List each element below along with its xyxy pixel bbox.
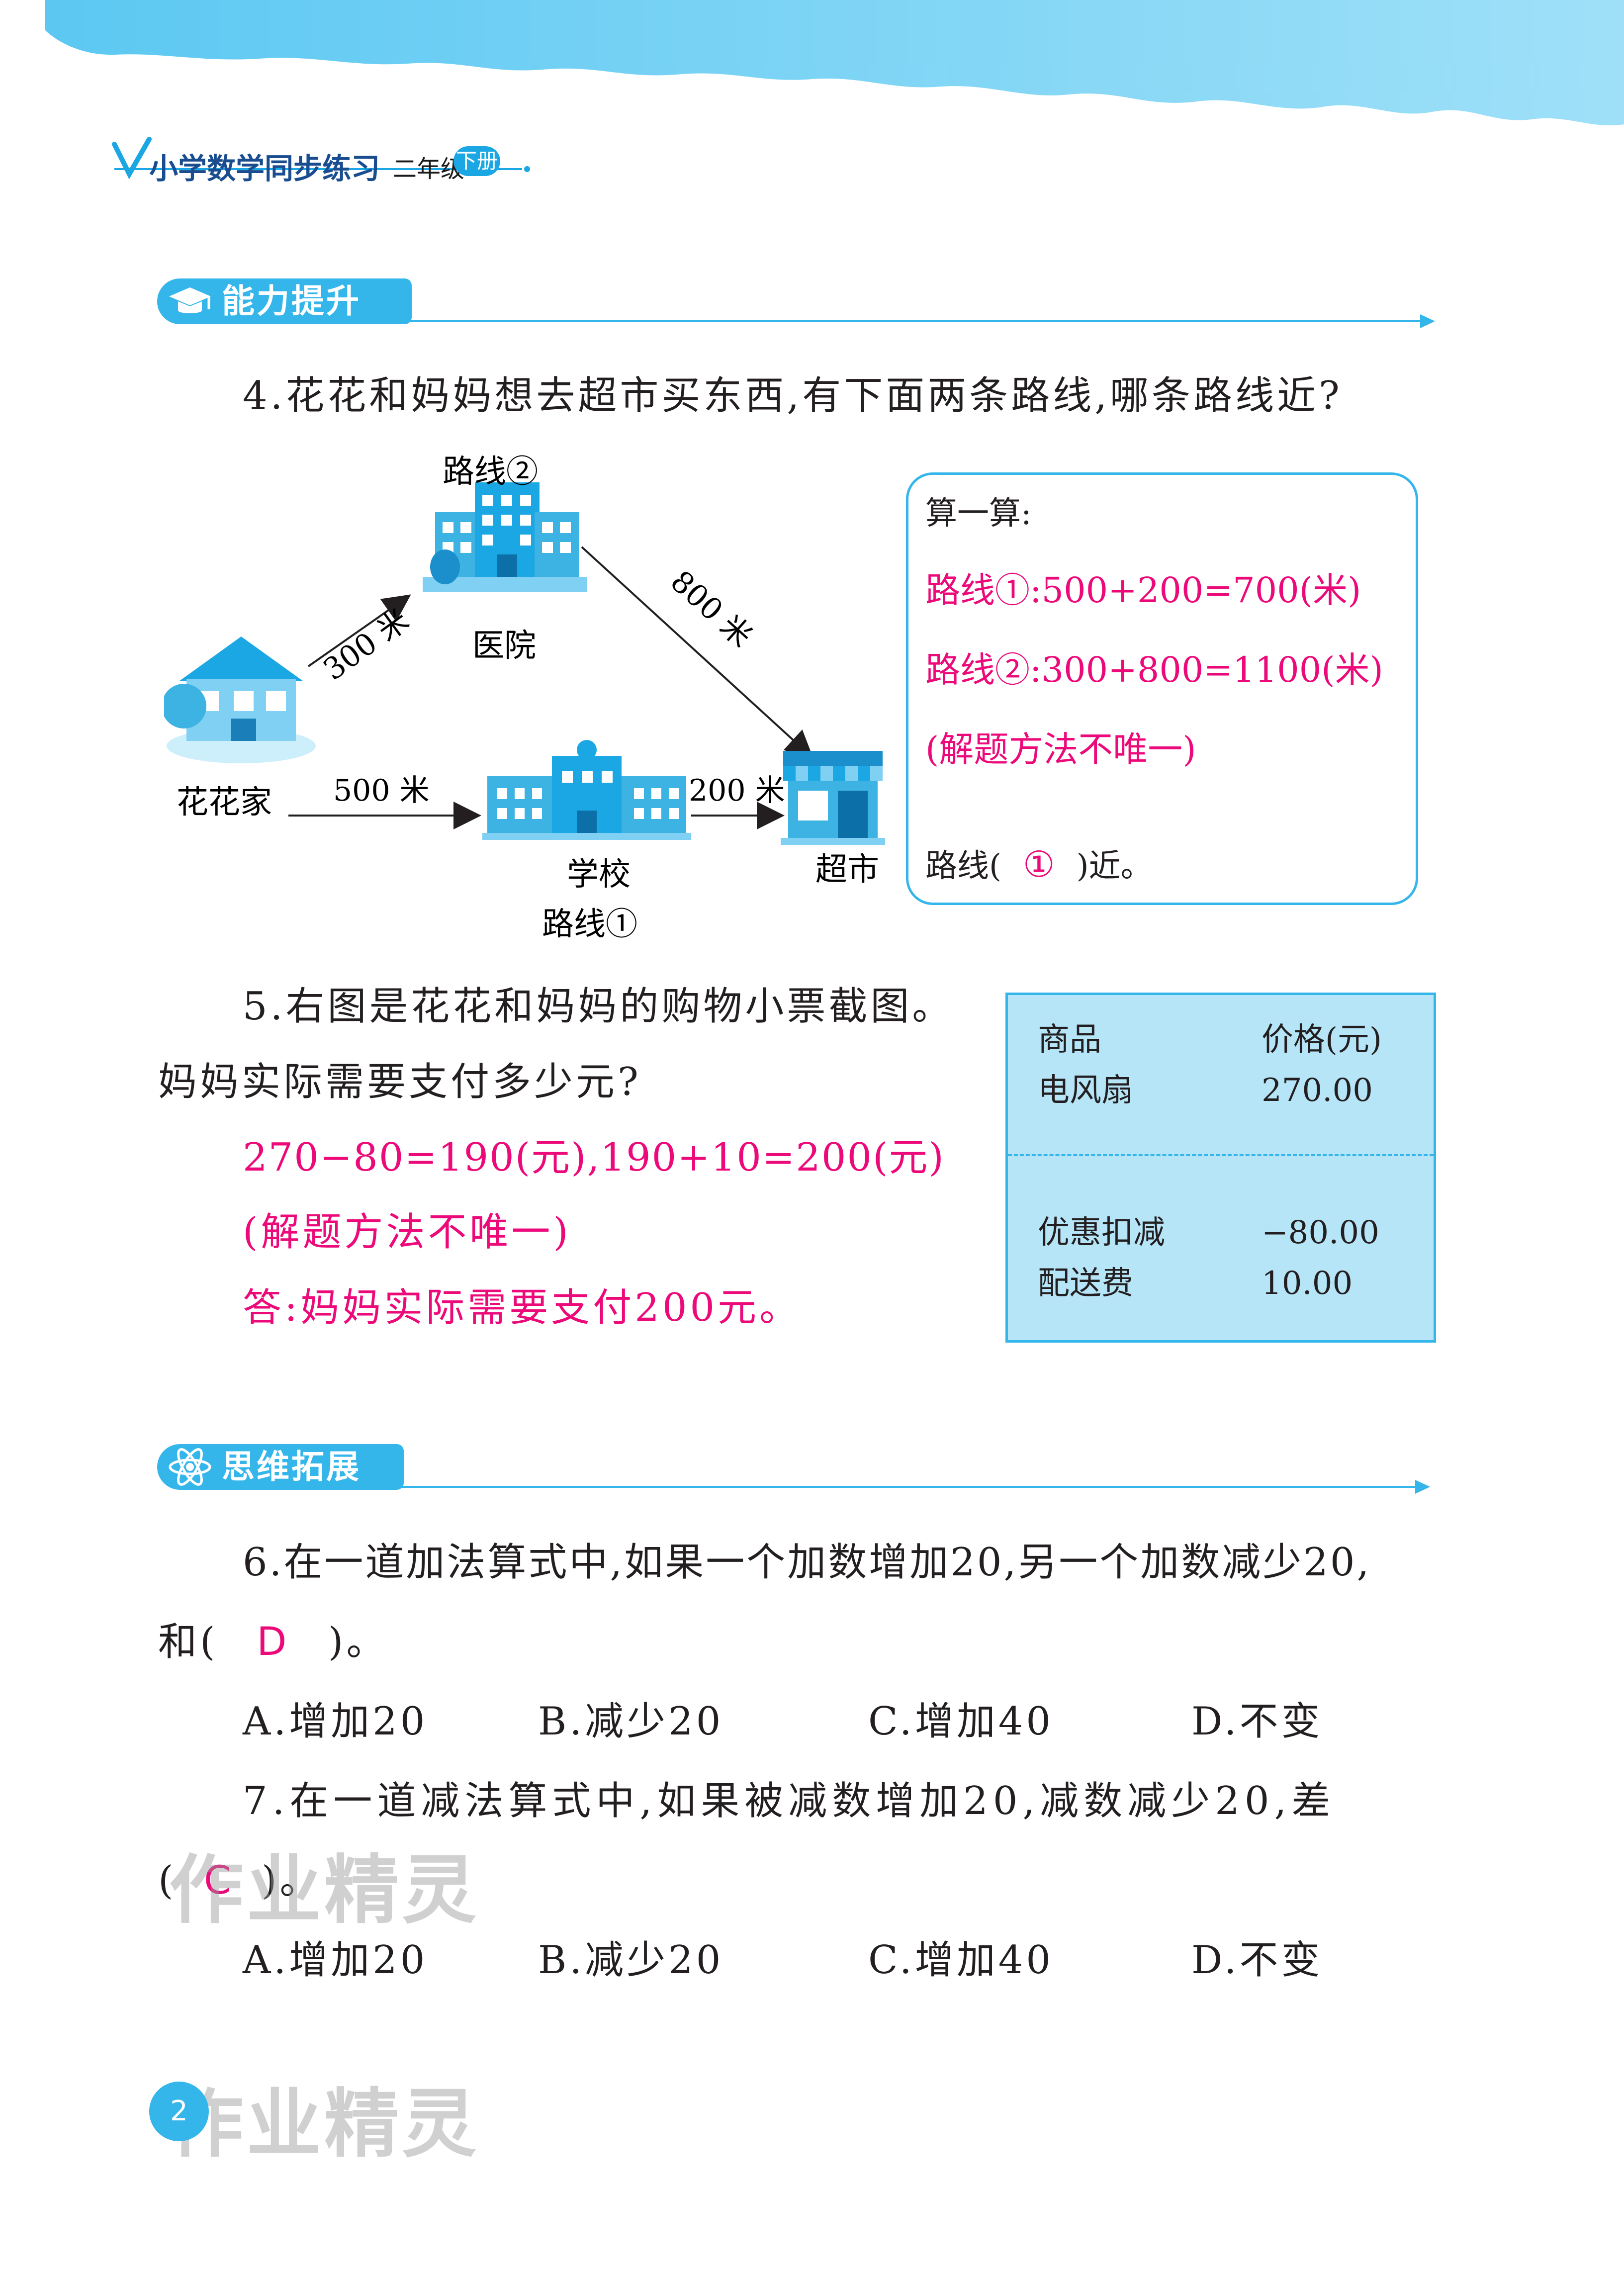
- watermark-mid: 作业精灵: [169, 1847, 480, 1934]
- q6-prefix: 和(: [158, 1620, 218, 1664]
- route1-label: 路线①: [542, 906, 637, 943]
- route2-label: 路线②: [443, 454, 538, 490]
- distance-hospital-market: 800 米: [664, 564, 759, 654]
- q6-question: 6.在一道加法算式中,如果一个加数增加20,另一个加数减少20,: [243, 1540, 1371, 1585]
- q5-answer-final: 答:妈妈实际需要支付200元。: [243, 1285, 802, 1330]
- q6-suffix: )。: [328, 1620, 388, 1664]
- school-building-icon: [482, 740, 691, 840]
- home-house-icon: [164, 637, 316, 763]
- supermarket-label: 超市: [815, 851, 879, 888]
- calc-conclusion: 路线( ① )近。: [925, 843, 1153, 886]
- q6-option-a: A.增加20: [243, 1699, 428, 1744]
- receipt-item-discount: 优惠扣减: [1038, 1214, 1165, 1251]
- distance-home-hospital: 300 米: [317, 603, 416, 687]
- calc-heading: 算一算:: [925, 495, 1032, 532]
- hospital-building-icon: [423, 482, 587, 592]
- calc-line-route2: 路线②:300+800=1100(米): [925, 649, 1383, 690]
- page-number: 2: [149, 2082, 209, 2141]
- calc-conclusion-suffix: )近。: [1076, 848, 1153, 885]
- arrow-right-icon: [1415, 1480, 1430, 1494]
- receipt-item-fan: 电风扇: [1038, 1072, 1133, 1109]
- arrow-right-icon: [1420, 314, 1435, 328]
- shopping-receipt: 商品 价格(元) 电风扇 270.00 优惠扣减 −80.00 配送费 10.0…: [1005, 993, 1436, 1343]
- watermark-bottom: 作业精灵: [169, 2081, 480, 2168]
- distance-school-market: 200 米: [689, 773, 785, 808]
- receipt-item-delivery: 配送费: [1038, 1265, 1133, 1302]
- supermarket-building-icon: [781, 751, 885, 845]
- header-title: 小学数学同步练习: [149, 152, 380, 185]
- calc-answer-blank[interactable]: ①: [1023, 843, 1055, 885]
- calculation-box: 算一算: 路线①:500+200=700(米) 路线②:300+800=1100…: [906, 472, 1418, 905]
- calc-conclusion-prefix: 路线(: [925, 848, 1001, 885]
- arrow-hospital-market: [581, 546, 813, 759]
- q7-question: 7.在一道减法算式中,如果被减数增加20,减数减少20,差: [243, 1779, 1336, 1823]
- receipt-price-fan: 270.00: [1262, 1072, 1373, 1109]
- q7-answer-line: ( C )。: [158, 1858, 321, 1905]
- calc-note: (解题方法不唯一): [925, 729, 1196, 770]
- q7-option-d: D.不变: [1191, 1938, 1323, 1983]
- q7-answer-blank[interactable]: C: [204, 1858, 234, 1903]
- section-title-thinking: 思维拓展: [222, 1448, 361, 1486]
- q4-question: 4.花花和妈妈想去超市买东西,有下面两条路线,哪条路线近?: [243, 373, 1343, 418]
- q5-answer-calc: 270−80=190(元),190+10=200(元): [243, 1135, 945, 1180]
- q5-question-line2: 妈妈实际需要支付多少元?: [158, 1060, 641, 1104]
- calc-line-route1: 路线①:500+200=700(米): [925, 570, 1361, 611]
- section-title-ability: 能力提升: [222, 282, 361, 320]
- q6-option-d: D.不变: [1191, 1699, 1323, 1744]
- q7-option-c: C.增加40: [868, 1938, 1054, 1983]
- q5-question-line1: 5.右图是花花和妈妈的购物小票截图。: [243, 984, 954, 1029]
- q7-option-a: A.增加20: [243, 1938, 428, 1983]
- section-banner-ability: 能力提升: [157, 278, 412, 324]
- school-label: 学校: [567, 856, 631, 893]
- home-label: 花花家: [177, 784, 272, 821]
- q6-option-c: C.增加40: [868, 1699, 1054, 1744]
- hospital-label: 医院: [472, 628, 536, 664]
- header-grade: 二年级: [393, 155, 465, 183]
- section-rule-thinking: [393, 1486, 1417, 1488]
- header-term-badge: 下册: [453, 146, 500, 176]
- receipt-col-item: 商品: [1038, 1021, 1101, 1058]
- q6-answer-blank[interactable]: D: [257, 1620, 290, 1664]
- q6-option-b: B.减少20: [538, 1699, 724, 1744]
- receipt-col-price: 价格(元): [1262, 1021, 1382, 1058]
- q5-answer-note: (解题方法不唯一): [243, 1210, 571, 1255]
- route-map: 路线② 医院 花花家 学校 路线① 超市 300 米 800 米 500 米 2…: [164, 454, 885, 943]
- receipt-price-delivery: 10.00: [1262, 1265, 1353, 1302]
- q7-option-b: B.减少20: [538, 1938, 724, 1983]
- section-banner-thinking: 思维拓展: [157, 1444, 404, 1490]
- receipt-divider: [1008, 1154, 1434, 1156]
- section-rule-ability: [398, 320, 1422, 322]
- q6-answer-line: 和( D )。: [158, 1619, 388, 1666]
- receipt-price-discount: −80.00: [1262, 1214, 1379, 1251]
- graduation-cap-icon: [169, 287, 211, 313]
- atom-icon: [169, 1448, 211, 1486]
- distance-home-school: 500 米: [333, 773, 430, 808]
- header-title-strip: [112, 137, 530, 180]
- q7-suffix: )。: [262, 1858, 322, 1903]
- arrow-home-hospital: [307, 594, 411, 667]
- header-sky-decoration: [45, 0, 1624, 126]
- q7-prefix: (: [158, 1858, 177, 1903]
